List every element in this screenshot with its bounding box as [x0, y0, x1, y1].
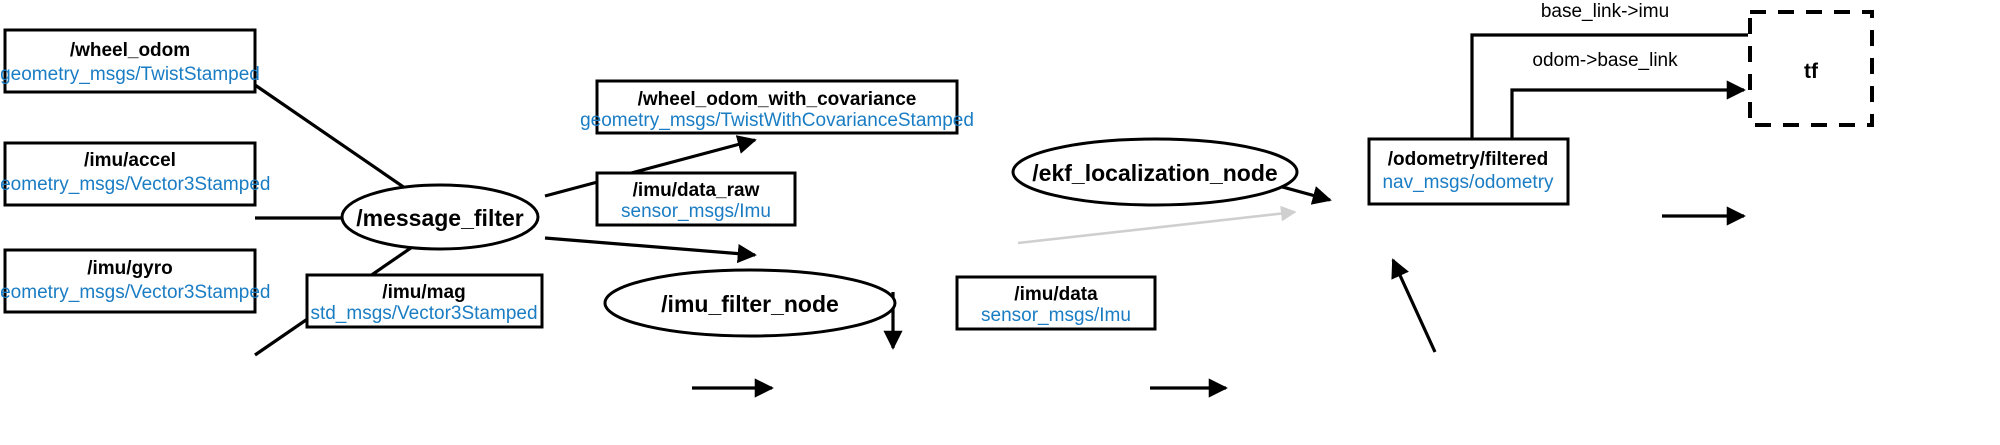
edge-tf-base-link-imu-to-ekf [1462, 33, 1748, 160]
topic-type: geometry_msgs/TwistStamped [0, 64, 260, 85]
topic-type: sensor_msgs/Imu [981, 305, 1131, 326]
topic-name: /imu/mag [382, 282, 465, 303]
topic-name: /wheel_odom_with_covariance [638, 89, 917, 110]
topic-name: /imu/gyro [87, 258, 173, 279]
topic-type: geometry_msgs/Vector3Stamped [0, 174, 270, 195]
topic-box-imu-data-raw[interactable]: /imu/data_raw sensor_msgs/Imu [595, 171, 797, 227]
tf-label: tf [1804, 60, 1819, 83]
topic-name: /imu/accel [84, 150, 176, 171]
topic-name: /wheel_odom [70, 40, 190, 61]
topic-box-wheel-odom-with-covariance[interactable]: /wheel_odom_with_covariance geometry_msg… [580, 79, 974, 135]
edge-label-base-link-imu: base_link->imu [1541, 1, 1669, 22]
topic-name: /imu/data [1014, 284, 1098, 305]
topic-box-imu-data[interactable]: /imu/data sensor_msgs/Imu [955, 275, 1157, 331]
topic-type: geometry_msgs/Vector3Stamped [0, 282, 270, 303]
topic-type: sensor_msgs/Imu [621, 201, 771, 222]
topic-type: std_msgs/Vector3Stamped [310, 303, 537, 324]
node-label: /ekf_localization_node [1032, 160, 1277, 186]
topic-box-wheel-odom[interactable]: /wheel_odom geometry_msgs/TwistStamped [0, 28, 260, 94]
topic-type: nav_msgs/odometry [1382, 172, 1554, 193]
tf-box[interactable]: tf [1748, 10, 1874, 127]
edge-imu-data-raw-to-ekf-unused [1017, 205, 1297, 245]
topic-type: geometry_msgs/TwistWithCovarianceStamped [580, 110, 974, 131]
topic-box-imu-accel[interactable]: /imu/accel geometry_msgs/Vector3Stamped [0, 141, 270, 207]
topic-box-imu-gyro[interactable]: /imu/gyro geometry_msgs/Vector3Stamped [0, 248, 270, 314]
edge-ekf-to-tf-odom-base-link [1510, 80, 1746, 160]
topic-box-odometry-filtered[interactable]: /odometry/filtered nav_msgs/odometry [1367, 137, 1570, 206]
node-imu-filter-node[interactable]: /imu_filter_node [603, 268, 897, 338]
edge-label-odom-base-link: odom->base_link [1532, 50, 1678, 71]
node-label: /imu_filter_node [661, 291, 839, 317]
edge-message-filter-to-imu-data-raw [544, 236, 757, 264]
edge-imu-data-to-ekf [1391, 258, 1437, 353]
node-label: /message_filter [356, 205, 524, 231]
topic-box-imu-mag[interactable]: /imu/mag std_msgs/Vector3Stamped [305, 273, 544, 329]
topic-name: /imu/data_raw [633, 180, 760, 201]
node-ekf-localization-node[interactable]: /ekf_localization_node [1011, 137, 1299, 207]
edge-message-filter-to-wheel-odom-cov [544, 135, 757, 198]
node-message-filter[interactable]: /message_filter [340, 183, 540, 251]
topic-name: /odometry/filtered [1388, 149, 1548, 170]
